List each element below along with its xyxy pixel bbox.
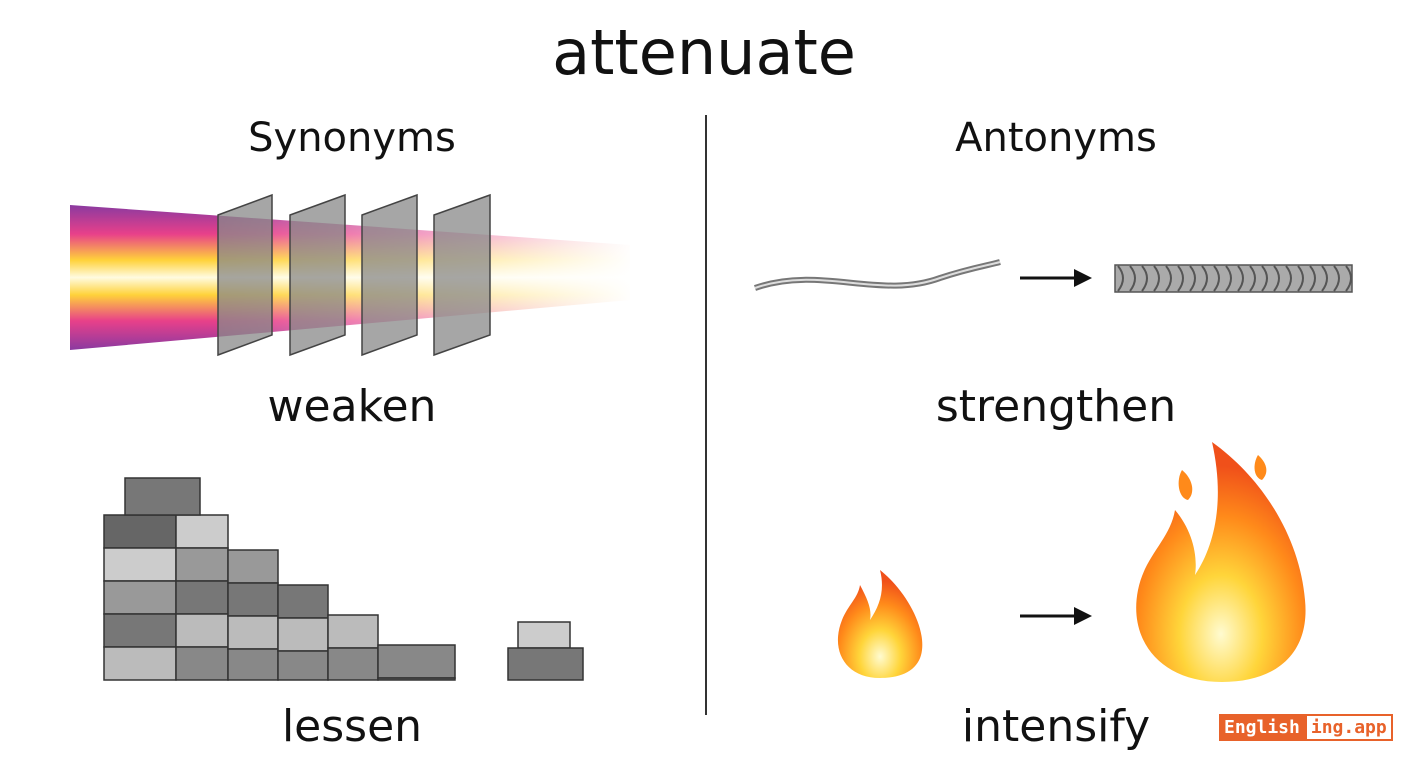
brick	[124, 477, 201, 516]
englishing-logo: English ing.app	[1219, 714, 1393, 741]
rope-twist	[1213, 265, 1220, 292]
thin-thread-icon	[754, 259, 1001, 291]
brick	[175, 514, 229, 549]
rope-twist	[1237, 265, 1244, 292]
brick	[377, 644, 456, 679]
brick	[227, 615, 279, 650]
brick	[227, 549, 279, 584]
logo-part2: ing.app	[1304, 714, 1393, 741]
brick	[103, 613, 177, 648]
brick	[175, 580, 229, 615]
brick	[377, 677, 456, 681]
antonym-strengthen: strengthen	[935, 381, 1177, 432]
rope-twist	[1309, 265, 1316, 292]
rope-twist	[1141, 265, 1148, 292]
stacked-bricks-icon	[103, 477, 456, 681]
brick	[103, 514, 177, 549]
synonym-weaken: weaken	[267, 381, 437, 432]
brick	[175, 646, 229, 681]
logo-part1: English	[1219, 714, 1305, 741]
light-beam-icon	[70, 190, 635, 360]
large-fire-icon	[1136, 442, 1306, 682]
synonym-lessen: lessen	[281, 701, 423, 752]
rope-twist	[1321, 265, 1328, 292]
antonym-intensify: intensify	[961, 701, 1151, 752]
brick	[327, 614, 379, 649]
arrow-right-icon	[1020, 269, 1092, 287]
brick	[327, 647, 379, 681]
rope-twist	[1333, 265, 1340, 292]
brick	[227, 648, 279, 681]
arrow-right-icon	[1020, 607, 1092, 625]
brick	[227, 582, 279, 617]
rope-twist	[1189, 265, 1196, 292]
rope-twist	[1345, 265, 1352, 292]
brick	[103, 646, 177, 681]
antonyms-heading: Antonyms	[955, 115, 1157, 161]
small-fire-icon	[837, 570, 923, 678]
rope-twist	[1201, 265, 1208, 292]
rope-twist	[1165, 265, 1172, 292]
brick	[277, 584, 329, 619]
brick	[103, 547, 177, 582]
rope-twist	[1177, 265, 1184, 292]
synonyms-heading: Synonyms	[248, 115, 456, 161]
brick	[175, 613, 229, 648]
rope-twist	[1297, 265, 1304, 292]
rope-twist	[1153, 265, 1160, 292]
page-title: attenuate	[552, 16, 856, 89]
brick	[175, 547, 229, 582]
brick	[103, 580, 177, 615]
rope-twist	[1117, 265, 1124, 292]
rope-twist	[1225, 265, 1232, 292]
rope-twist	[1129, 265, 1136, 292]
rope-twist	[1249, 265, 1256, 292]
small-brick-icon	[507, 621, 584, 681]
thick-rope-icon	[1114, 264, 1353, 293]
rope-twist	[1285, 265, 1292, 292]
divider	[705, 115, 707, 715]
rope-twist	[1273, 265, 1280, 292]
rope-twist	[1261, 265, 1268, 292]
brick	[277, 617, 329, 652]
brick	[277, 650, 329, 681]
